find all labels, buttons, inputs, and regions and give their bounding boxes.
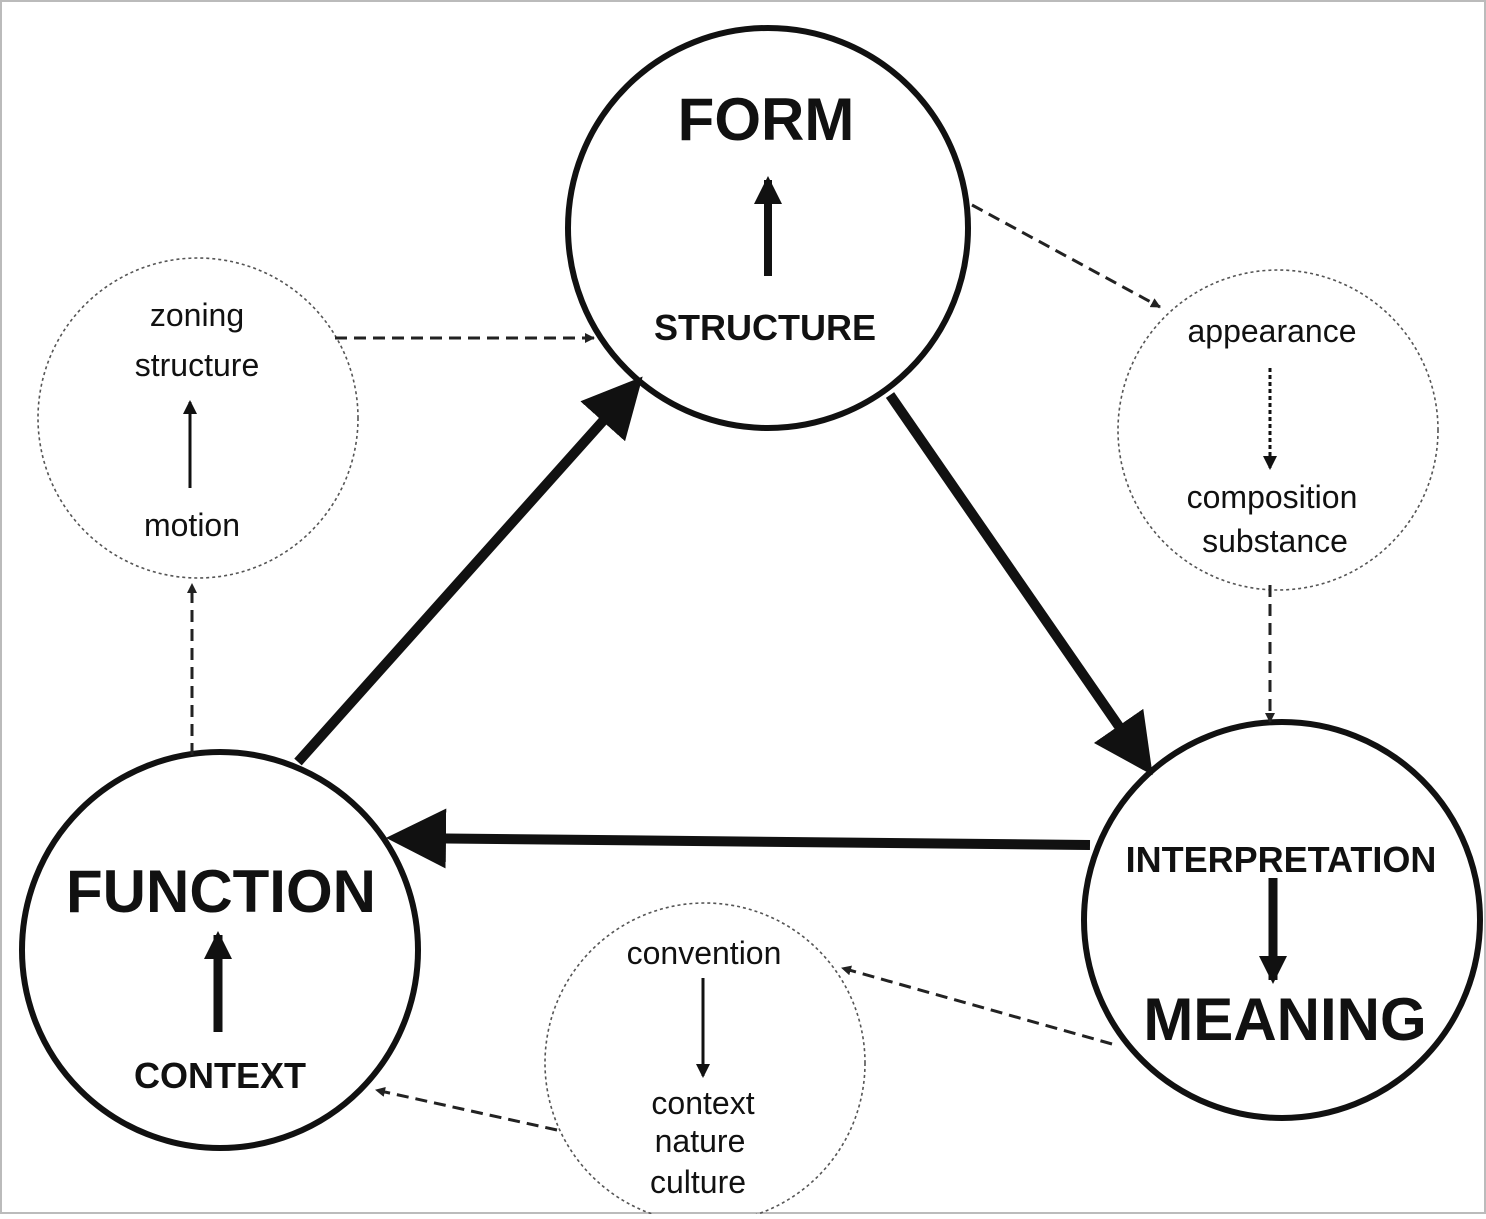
meaning-circle <box>1081 719 1483 1121</box>
function-title: FUNCTION <box>66 858 376 925</box>
arrow-function-to-form <box>294 376 643 766</box>
zoning-structure-label: structure <box>135 347 259 383</box>
substance-label: substance <box>1202 523 1348 559</box>
convention-label: convention <box>627 935 782 971</box>
zoning-motion-label: motion <box>144 507 240 543</box>
context-label: context <box>651 1085 754 1121</box>
appearance-circle <box>1117 269 1439 591</box>
function-subtitle: CONTEXT <box>134 1055 306 1096</box>
function-circle <box>19 749 421 1151</box>
appearance-label: appearance <box>1187 313 1356 349</box>
form-subtitle: STRUCTURE <box>654 307 876 348</box>
composition-label: composition <box>1187 479 1358 515</box>
arrow-meaning-to-convention <box>841 965 1113 1046</box>
arrow-meaning-to-function <box>386 808 1091 869</box>
form-circle <box>565 25 971 431</box>
culture-label: culture <box>650 1164 746 1200</box>
form-title: FORM <box>678 86 855 153</box>
convention-circle <box>544 902 866 1219</box>
meaning-top-label: INTERPRETATION <box>1126 839 1437 880</box>
arrow-convention-to-function <box>375 1087 558 1132</box>
arrow-form-to-meaning <box>885 392 1153 776</box>
meaning-title: MEANING <box>1143 986 1426 1053</box>
zoning-label: zoning <box>150 297 244 333</box>
nature-label: nature <box>655 1123 746 1159</box>
arrow-form-to-appearance <box>971 203 1161 309</box>
zoning-circle <box>37 257 359 579</box>
